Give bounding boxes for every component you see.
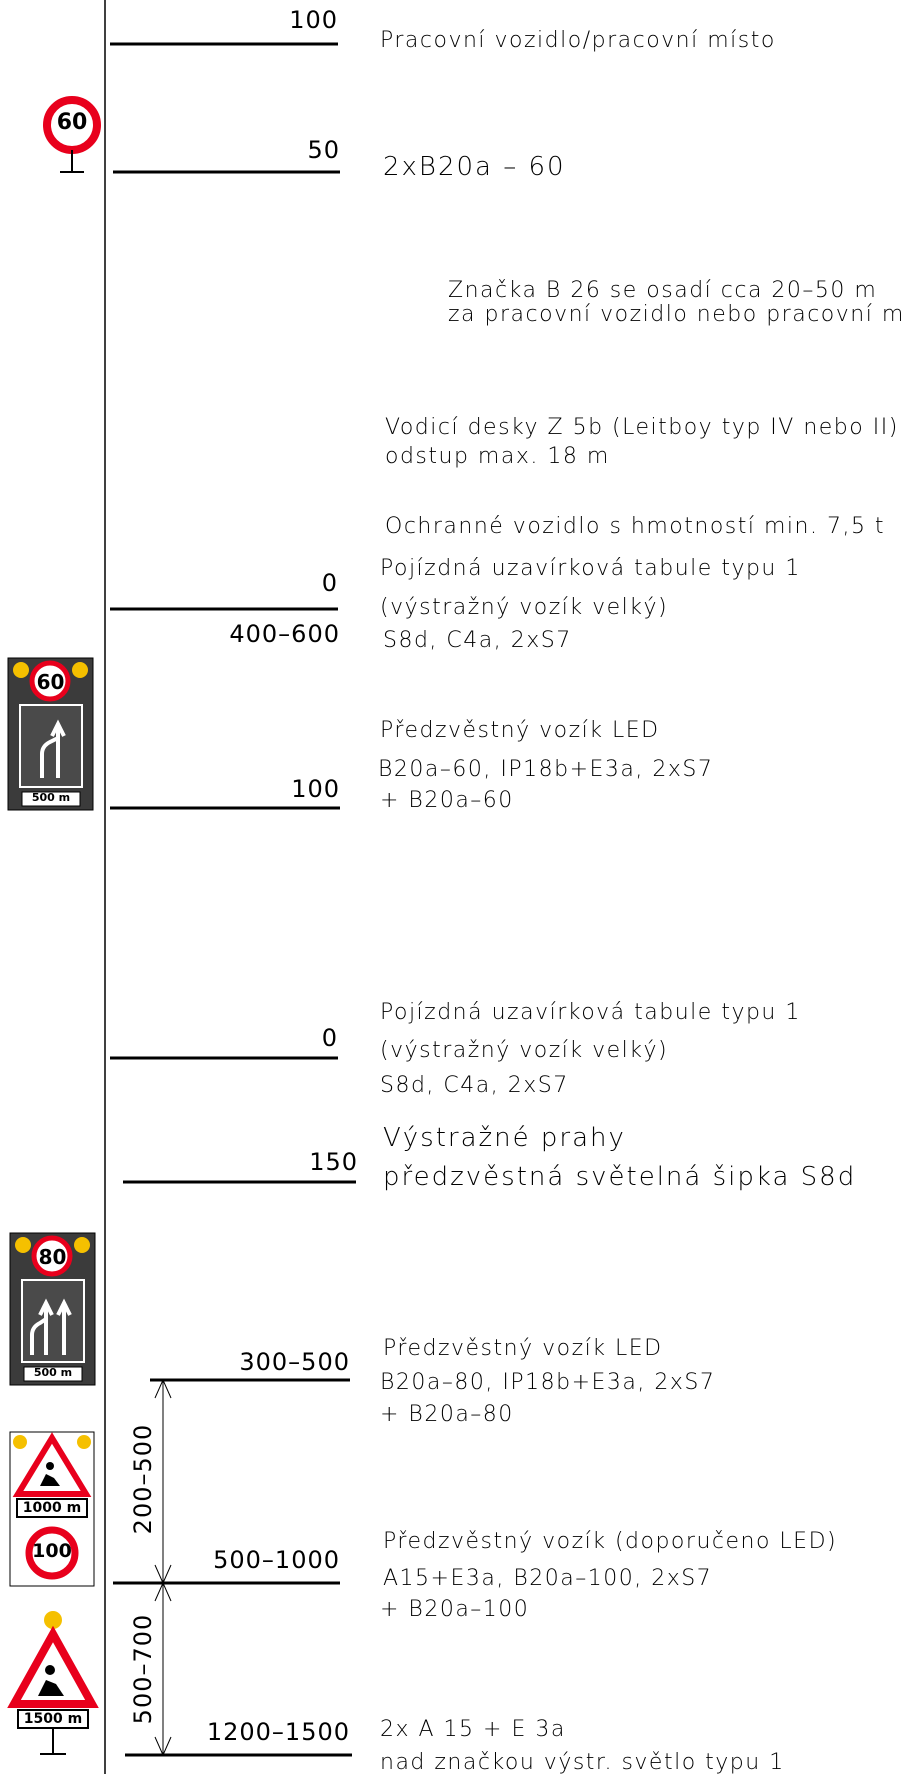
note-text: Předzvěstný vozík LED	[380, 718, 660, 743]
distance-plate: 1000 m	[22, 1500, 82, 1516]
note-text: Značka B 26 se osadí cca 20–50 m	[448, 278, 878, 303]
distance-label: 50	[307, 136, 340, 164]
distance-label: 500–1000	[213, 1546, 340, 1574]
speed-limit-sign-icon	[43, 96, 101, 173]
led-trailer-icon	[9, 1232, 96, 1386]
note-text: A15+E3a, B20a–100, 2xS7	[383, 1566, 713, 1591]
distance-label: 0	[321, 1024, 338, 1052]
note-text: + B20a–60	[380, 788, 514, 813]
note-text: 2xB20a – 60	[383, 152, 566, 182]
distance-label: 300–500	[239, 1348, 350, 1376]
distance-label: 100	[289, 6, 338, 34]
note-text: nad značkou výstr. světlo typu 1	[380, 1750, 785, 1775]
distance-label: 150	[309, 1148, 358, 1176]
distance-plate: 500 m	[31, 791, 71, 804]
note-text: odstup max. 18 m	[385, 444, 610, 469]
note-text: S8d, C4a, 2xS7	[380, 1073, 569, 1098]
dimension-label: 200–500	[129, 1423, 157, 1535]
note-text: Ochranné vozidlo s hmotností min. 7,5 t	[385, 514, 886, 539]
note-text: Předzvěstný vozík LED	[383, 1336, 663, 1361]
note-text: (výstražný vozík velký)	[380, 1038, 669, 1063]
distance-label: 100	[291, 775, 340, 803]
note-text: Výstražné prahy	[383, 1123, 626, 1153]
note-text: Pojízdná uzavírková tabule typu 1	[380, 1000, 801, 1025]
note-text: S8d, C4a, 2xS7	[383, 628, 572, 653]
note-text: předzvěstná světelná šipka S8d	[383, 1162, 857, 1192]
distance-label: 400–600	[229, 620, 340, 648]
distance-label: 0	[321, 569, 338, 597]
speed-value: 60	[36, 670, 65, 694]
road-works-sign-icon	[7, 1611, 99, 1755]
note-text: (výstražný vozík velký)	[380, 595, 669, 620]
speed-value: 80	[38, 1245, 67, 1269]
distance-plate: 1500 m	[23, 1711, 83, 1727]
note-text: Pojízdná uzavírková tabule typu 1	[380, 556, 801, 581]
note-text: za pracovní vozidlo nebo pracovní m	[448, 302, 905, 327]
distance-plate: 500 m	[33, 1366, 73, 1379]
distance-label: 1200–1500	[206, 1718, 350, 1746]
speed-value: 100	[32, 1540, 72, 1562]
led-trailer-icon	[7, 657, 94, 811]
dimension-label: 500–700	[129, 1613, 157, 1725]
note-text: B20a–80, IP18b+E3a, 2xS7	[380, 1370, 716, 1395]
note-text: + B20a–100	[380, 1597, 530, 1622]
note-text: 2x A 15 + E 3a	[380, 1717, 566, 1742]
road-works-sign-icon	[9, 1431, 95, 1587]
note-text: B20a–60, IP18b+E3a, 2xS7	[378, 757, 714, 782]
note-text: Pracovní vozidlo/pracovní místo	[380, 28, 776, 53]
note-text: Vodicí desky Z 5b (Leitboy typ IV nebo I…	[385, 415, 899, 440]
note-text: Předzvěstný vozík (doporučeno LED)	[383, 1529, 838, 1554]
speed-value: 60	[56, 110, 88, 135]
note-text: + B20a–80	[380, 1402, 514, 1427]
